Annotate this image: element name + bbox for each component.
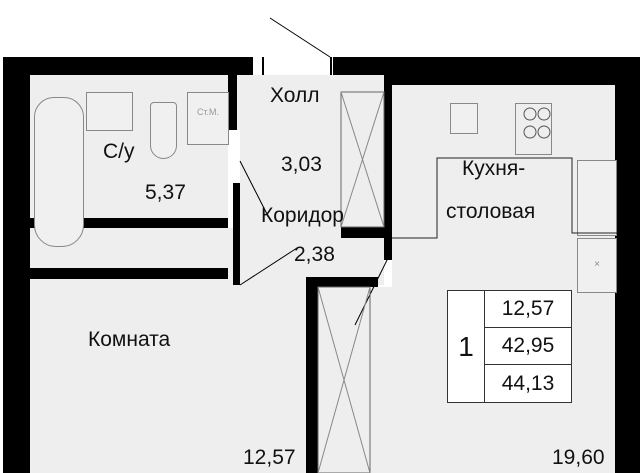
wall-corridor-bottom xyxy=(306,277,378,287)
washing-machine-label: Ст.М. xyxy=(187,92,229,145)
total-area: 44,13 xyxy=(501,371,555,395)
wall-corridor-left xyxy=(233,183,240,285)
kitchen-name-line2: столовая xyxy=(446,200,536,223)
bathtub-icon xyxy=(34,97,84,247)
kitchen-name-line1: Кухня- xyxy=(462,157,526,180)
kitchen-area: 19,60 xyxy=(552,446,605,469)
kitchen-sink-icon xyxy=(577,160,617,236)
entrance-door xyxy=(262,57,332,75)
bathroom-area: 5,37 xyxy=(145,181,186,204)
stove-icon xyxy=(515,103,552,155)
corridor-name: Коридор xyxy=(261,204,344,227)
kitchen-floor-left xyxy=(318,287,392,473)
room-area: 12,57 xyxy=(243,446,296,469)
hall-area: 3,03 xyxy=(281,153,322,176)
bathroom-name: С/у xyxy=(103,140,135,163)
room-name: Комната xyxy=(88,328,171,351)
hall-name: Холл xyxy=(270,84,320,107)
wall-wardrobe-bottom xyxy=(341,227,384,238)
rooms-count: 1 xyxy=(448,291,485,402)
wall-room-kitchen xyxy=(306,277,318,473)
wall-bath-room xyxy=(30,268,228,279)
fridge-icon: × xyxy=(577,238,617,293)
wall-bath-hall-upper xyxy=(228,75,237,130)
area-without-balcony: 42,95 xyxy=(485,328,571,365)
kitchen-boiler-icon xyxy=(450,103,478,134)
wall-right xyxy=(615,57,640,473)
wall-bath-bottom xyxy=(30,218,228,228)
toilet-icon xyxy=(150,102,177,159)
area-summary-table: 1 12,57 42,95 44,13 xyxy=(447,290,572,403)
wall-top-kitchen xyxy=(384,57,640,85)
sink-icon xyxy=(86,92,133,131)
bathroom-doorway xyxy=(230,130,240,183)
wall-kitchen-left xyxy=(384,85,392,260)
wall-left xyxy=(3,57,30,473)
wall-top-left xyxy=(3,57,253,75)
corridor-area: 2,38 xyxy=(294,243,335,266)
living-area: 12,57 xyxy=(485,291,571,328)
